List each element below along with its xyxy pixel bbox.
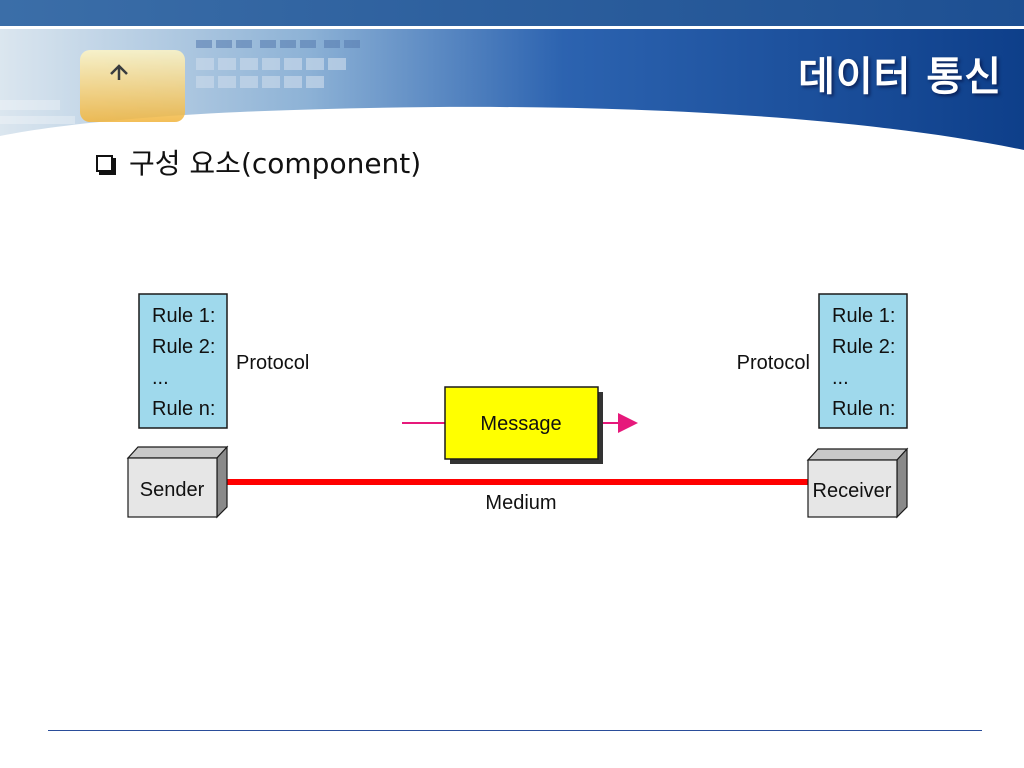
arrow-key-graphic	[80, 50, 185, 122]
receiver-rule-2: Rule 2:	[832, 336, 895, 358]
sender-rule-n: Rule n:	[152, 398, 215, 420]
sender-rule-2: Rule 2:	[152, 336, 215, 358]
sender-rule-ellipsis: ...	[152, 367, 169, 389]
checkbox-bullet-icon	[96, 154, 113, 172]
receiver-device-front	[807, 459, 898, 518]
header-top-strip	[0, 0, 1024, 26]
header-divider	[0, 26, 1024, 29]
sender-device: Sender	[126, 445, 229, 519]
header-background	[0, 0, 1024, 150]
footer-divider	[48, 730, 982, 731]
sender-device-top	[126, 446, 229, 459]
receiver-protocol-rules-box	[818, 293, 908, 429]
message-label: Message	[480, 413, 561, 435]
receiver-rule-n: Rule n:	[832, 398, 895, 420]
receiver-device-top	[806, 448, 909, 461]
receiver-protocol-label: Protocol	[737, 352, 810, 374]
receiver-label: Receiver	[813, 480, 892, 502]
message-box-shadow	[450, 392, 603, 464]
bullet-text: 구성 요소(component)	[129, 147, 422, 180]
slide-title: 데이터 통신	[798, 54, 1002, 100]
sender-rule-1: Rule 1:	[152, 305, 215, 327]
message-box	[444, 386, 599, 460]
sender-label: Sender	[140, 479, 205, 501]
medium-label: Medium	[485, 492, 556, 514]
sender-protocol-rules-box	[138, 293, 228, 429]
receiver-device: Receiver	[806, 447, 909, 519]
sender-device-side	[216, 445, 228, 519]
bullet-item: 구성 요소(component)	[96, 142, 421, 182]
receiver-rule-1: Rule 1:	[832, 305, 895, 327]
keyboard-decoration	[0, 40, 360, 124]
receiver-rule-ellipsis: ...	[832, 367, 849, 389]
receiver-device-side	[896, 447, 908, 519]
arrow-up-icon	[110, 64, 128, 80]
sender-device-front	[127, 457, 218, 518]
header-banner: 데이터 통신	[0, 0, 1024, 150]
sender-protocol-label: Protocol	[236, 352, 309, 374]
